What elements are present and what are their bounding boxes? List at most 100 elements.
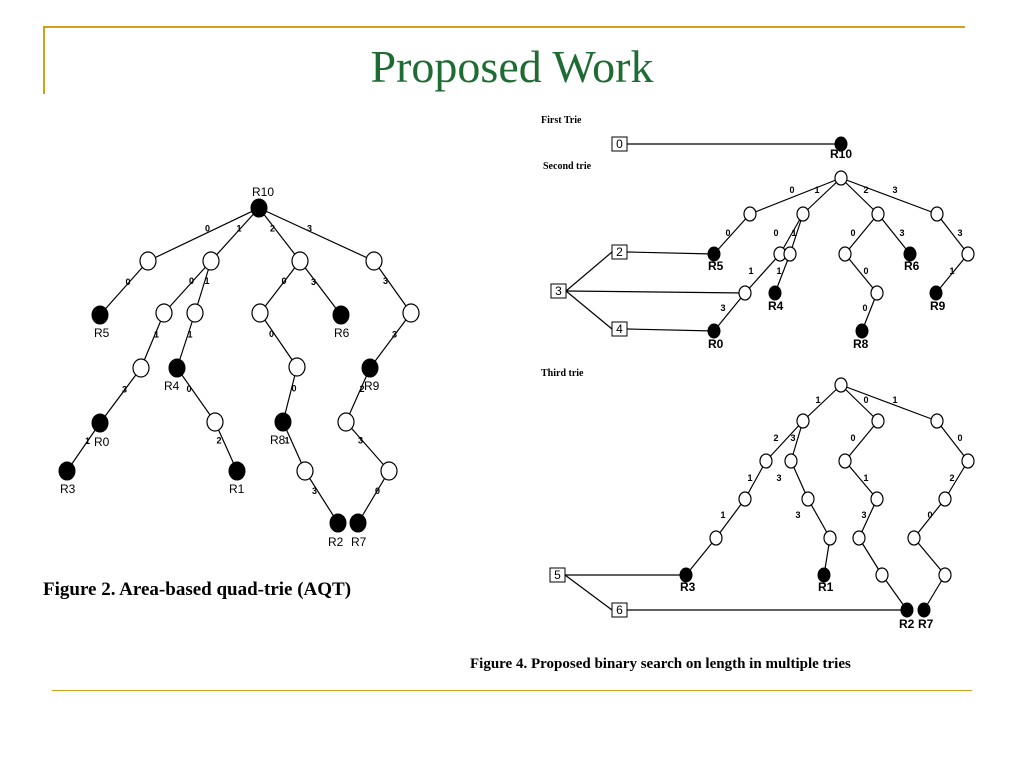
fig4-edge xyxy=(802,177,842,215)
fig4-filled-node xyxy=(900,602,914,618)
fig2-edge xyxy=(210,207,260,262)
fig2-edge xyxy=(99,260,149,316)
fig4-filled-node xyxy=(929,285,943,301)
fig2-edge-label: 2 xyxy=(270,224,275,234)
fig2-edge xyxy=(176,312,196,369)
fig4-open-node xyxy=(907,530,921,546)
fig4-open-node xyxy=(738,491,752,507)
fig2-filled-node xyxy=(91,413,109,433)
fig4-filled-node xyxy=(707,323,721,339)
fig2-filled-node xyxy=(274,412,292,432)
fig4-edge xyxy=(802,384,842,422)
fig4-link xyxy=(626,328,715,332)
fig4-filled-node xyxy=(917,602,931,618)
fig4-edge xyxy=(844,253,878,294)
fig4-edge-label: 2 xyxy=(773,433,778,443)
fig2-edge-label: 1 xyxy=(284,436,289,446)
fig4-open-node xyxy=(838,246,852,262)
fig2-node-label: R9 xyxy=(364,379,380,393)
fig4-link xyxy=(626,251,715,255)
fig4-edge-label: 1 xyxy=(892,395,897,405)
fig2-edge xyxy=(163,260,212,314)
fig2-edge xyxy=(299,260,342,316)
fig2-edge-label: 2 xyxy=(359,384,364,394)
fig4-edge xyxy=(840,384,879,422)
fig2-filled-node xyxy=(361,358,379,378)
fig4-link xyxy=(565,251,613,292)
fig2-node-label: R6 xyxy=(334,326,350,340)
fig2-node-label: R0 xyxy=(94,435,110,449)
fig2-node-label: R8 xyxy=(270,433,286,447)
fig4-box-label: 3 xyxy=(555,284,562,298)
fig4-filled-node xyxy=(679,567,693,583)
fig4-node-label: R2 xyxy=(899,617,915,631)
fig2-edge-label: 2 xyxy=(216,436,221,446)
fig4-node-label: R3 xyxy=(680,580,696,594)
fig4-edge xyxy=(844,460,878,500)
fig4-edge-label: 0 xyxy=(725,228,730,238)
fig4-open-node xyxy=(796,206,810,222)
fig4-edge-label: 1 xyxy=(949,266,954,276)
fig4-edge-label: 0 xyxy=(862,303,867,313)
fig2-edge-label: 3 xyxy=(392,330,397,340)
fig2-edge-label: 0 xyxy=(125,277,130,287)
fig2-open-node xyxy=(139,251,157,271)
fig2-edge xyxy=(176,367,216,423)
fig4-edge-label: 0 xyxy=(850,433,855,443)
fig4-edge-label: 1 xyxy=(814,185,819,195)
fig4-node-label: R1 xyxy=(818,580,834,594)
fig2-edge xyxy=(140,312,165,369)
fig2-edge-label: 3 xyxy=(358,436,363,446)
fig4-edge xyxy=(779,213,804,255)
fig4-edge-label: 2 xyxy=(863,185,868,195)
fig2-edge xyxy=(259,260,301,314)
fig4-edge xyxy=(715,498,746,539)
fig4-edge xyxy=(840,177,879,215)
fig4-open-node xyxy=(783,246,797,262)
fig4-open-node xyxy=(875,567,889,583)
fig4-edge-label: 0 xyxy=(957,433,962,443)
fig4-node-label: R10 xyxy=(830,147,852,161)
fig2-filled-node xyxy=(250,198,268,218)
fig4-edge xyxy=(936,420,969,462)
fig4-section-label: Second trie xyxy=(543,161,592,172)
fig4-edge-label: 3 xyxy=(790,433,795,443)
fig4-open-node xyxy=(823,530,837,546)
fig2-edge-label: 0 xyxy=(291,384,296,394)
fig4-node-label: R9 xyxy=(930,299,946,313)
fig2-filled-node xyxy=(58,461,76,481)
fig2-edge-label: 1 xyxy=(187,330,192,340)
fig4-edge xyxy=(744,253,781,294)
fig2-open-node xyxy=(155,303,173,323)
fig2-node-label: R2 xyxy=(328,535,344,549)
fig4-edge xyxy=(749,177,842,215)
fig4-open-node xyxy=(871,206,885,222)
fig4-edge-label: 0 xyxy=(850,228,855,238)
fig4-filled-node xyxy=(707,246,721,262)
fig4-edge-label: 1 xyxy=(815,395,820,405)
fig2-edge-label: 0 xyxy=(375,486,380,496)
fig4-caption: Figure 4. Proposed binary search on leng… xyxy=(470,656,851,672)
fig2-edge xyxy=(99,367,142,424)
fig4-edge-label: 1 xyxy=(791,228,796,238)
fig4-filled-node xyxy=(855,323,869,339)
fig4-filled-node xyxy=(817,567,831,583)
fig4-open-node xyxy=(709,530,723,546)
fig2-node-label: R3 xyxy=(60,482,76,496)
fig4-node-label: R8 xyxy=(853,337,869,351)
fig2-caption: Figure 2. Area-based quad-trie (AQT) xyxy=(43,579,351,600)
fig4-open-node xyxy=(801,491,815,507)
fig2-filled-node xyxy=(91,305,109,325)
fig2-edge-label: 1 xyxy=(154,330,159,340)
fig4-link xyxy=(565,290,746,294)
fig4-open-node xyxy=(938,567,952,583)
fig2-edge-label: 3 xyxy=(383,276,388,286)
fig4-open-node xyxy=(961,453,975,469)
fig4-edge-label: 1 xyxy=(720,510,725,520)
fig2-edge xyxy=(258,207,301,262)
fig4-box-label: 6 xyxy=(616,603,623,617)
fig4-box-label: 5 xyxy=(554,568,561,582)
fig4-edge xyxy=(944,460,969,500)
fig2-edge xyxy=(147,207,260,262)
fig2-edge-label: 0 xyxy=(189,276,194,286)
